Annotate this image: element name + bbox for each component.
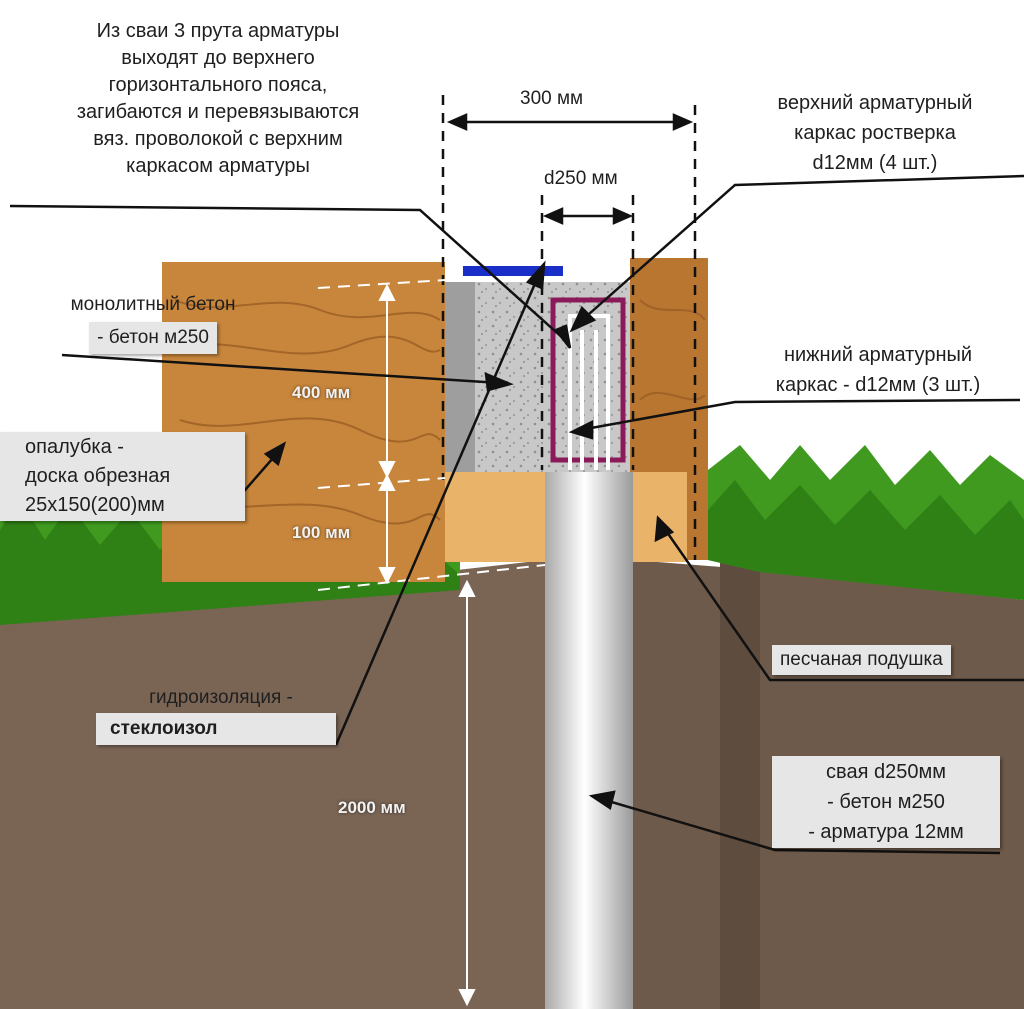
monolithic-concrete-label: монолитный бетон - бетон м250 bbox=[28, 290, 278, 354]
formwork-label: опалубка - доска обрезная 25х150(200)мм bbox=[0, 432, 245, 521]
pile-line: свая d250мм bbox=[826, 761, 946, 783]
waterproofing-line: гидроизоляция - bbox=[149, 687, 293, 708]
pile-body bbox=[545, 472, 633, 1009]
top-note: Из сваи 3 прута арматуры выходят до верх… bbox=[18, 18, 418, 180]
soil-side bbox=[720, 560, 760, 1009]
sand-height-dimension: 100 мм bbox=[292, 523, 351, 542]
lower-frame-line: каркас - d12мм (3 шт.) bbox=[775, 374, 981, 396]
grillage-side bbox=[445, 282, 475, 472]
upper-frame-line: верхний арматурный bbox=[777, 92, 973, 114]
upper-frame-line: d12мм (4 шт.) bbox=[812, 152, 938, 174]
width-dimension: 300 мм bbox=[520, 88, 584, 109]
pile-label: свая d250мм - бетон м250 - арматура 12мм bbox=[772, 756, 1000, 848]
sand-cushion-label: песчаная подушка bbox=[772, 645, 951, 675]
lower-frame-line: нижний арматурный bbox=[783, 344, 973, 366]
pile-diameter-dimension: d250 мм bbox=[544, 168, 618, 189]
waterproofing-layer bbox=[463, 266, 563, 276]
soil-front bbox=[0, 560, 545, 1009]
upper-frame-line: каркас ростверка bbox=[794, 122, 956, 144]
grass-right bbox=[708, 445, 1024, 600]
top-note-line: загибаются и перевязываются bbox=[76, 101, 360, 123]
lower-frame-label: нижний арматурный каркас - d12мм (3 шт.) bbox=[735, 340, 1021, 400]
top-note-line: Из сваи 3 прута арматуры bbox=[96, 20, 340, 42]
top-note-line: горизонтального пояса, bbox=[108, 74, 328, 96]
pile-depth-dimension: 2000 мм bbox=[338, 798, 406, 817]
formwork-left bbox=[162, 262, 445, 582]
formwork-line: опалубка - bbox=[25, 436, 124, 458]
pile-line: - арматура 12мм bbox=[808, 821, 964, 843]
grillage-height-dimension: 400 мм bbox=[292, 383, 351, 402]
monolithic-concrete-line: монолитный бетон bbox=[70, 294, 236, 315]
frame-outline bbox=[550, 297, 626, 463]
waterproofing-line: стеклоизол bbox=[96, 713, 336, 745]
upper-frame-label: верхний арматурный каркас ростверка d12м… bbox=[736, 88, 1014, 178]
monolithic-concrete-line: - бетон м250 bbox=[89, 322, 217, 354]
formwork-line: доска обрезная bbox=[25, 465, 171, 487]
pile-line: - бетон м250 bbox=[827, 791, 945, 813]
waterproofing-label: гидроизоляция - стеклоизол bbox=[96, 683, 336, 745]
top-note-line: каркасом арматуры bbox=[126, 155, 310, 177]
formwork-line: 25х150(200)мм bbox=[25, 494, 165, 516]
top-note-line: выходят до верхнего bbox=[121, 47, 315, 69]
top-note-line: вяз. проволокой с верхним bbox=[93, 128, 343, 150]
